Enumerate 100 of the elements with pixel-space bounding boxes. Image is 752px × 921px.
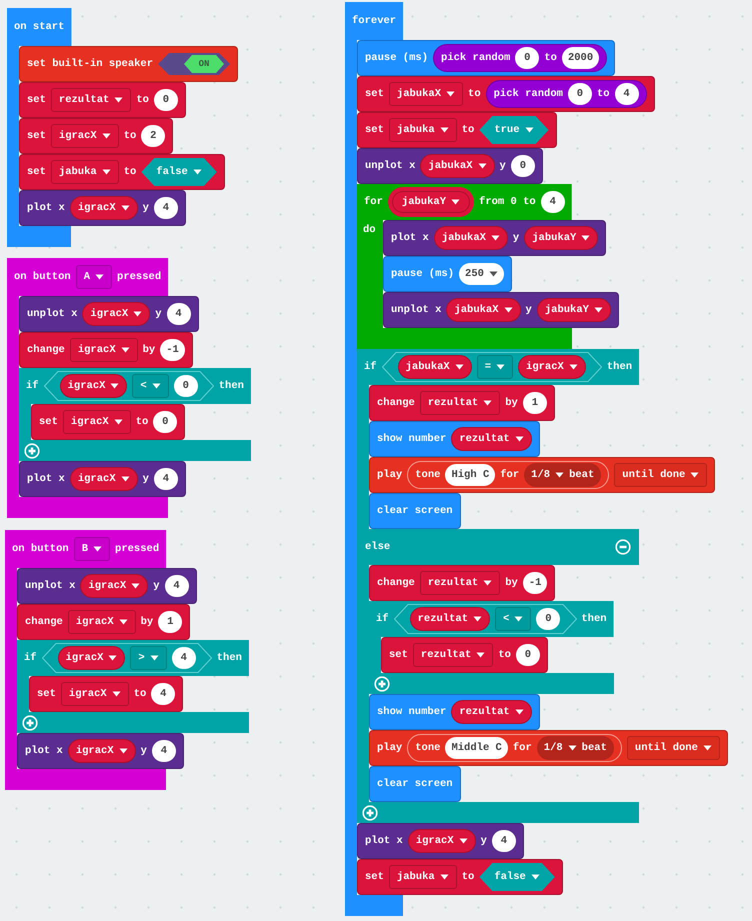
number-field: 4 bbox=[492, 830, 516, 852]
block-label: if bbox=[24, 652, 37, 664]
dropdown: until done bbox=[614, 463, 708, 487]
block-label: plot x bbox=[27, 202, 65, 214]
block-label: unplot x bbox=[25, 580, 76, 592]
code-block bbox=[19, 82, 186, 118]
variable-dropdown: igracX bbox=[60, 682, 129, 706]
code-block bbox=[19, 332, 193, 368]
block-label: y bbox=[153, 580, 160, 592]
reporter-block bbox=[433, 44, 608, 72]
block-label: set bbox=[27, 94, 46, 106]
block-label: y bbox=[480, 835, 487, 847]
code-block bbox=[357, 148, 543, 184]
variable-dropdown: rezultat bbox=[420, 571, 500, 595]
code-block bbox=[29, 676, 184, 712]
number-field: 0 bbox=[515, 47, 540, 69]
block-label: to bbox=[462, 124, 474, 136]
dropdown: > bbox=[130, 646, 167, 670]
code-block bbox=[17, 568, 197, 604]
variable-dropdown: igracX bbox=[60, 374, 128, 398]
block-label: for bbox=[512, 742, 532, 754]
number-field: 4 bbox=[164, 575, 189, 597]
variable-dropdown: igracX bbox=[408, 829, 476, 853]
variable-dropdown: igracX bbox=[82, 302, 150, 326]
code-block bbox=[369, 385, 555, 421]
variable-dropdown: jabukaY bbox=[388, 187, 474, 217]
boolean-dropdown: false bbox=[479, 863, 555, 891]
block-label: for bbox=[500, 469, 520, 481]
block-label: change bbox=[25, 616, 63, 628]
block-label: by bbox=[505, 577, 518, 589]
block-label: tone bbox=[415, 469, 440, 481]
block-label: pressed bbox=[115, 543, 160, 555]
block-label: on start bbox=[14, 21, 64, 33]
block-label: set bbox=[37, 688, 56, 700]
variable-dropdown: jabukaX bbox=[388, 82, 464, 106]
code-block bbox=[17, 733, 184, 769]
code-block bbox=[31, 404, 186, 440]
code-block bbox=[369, 565, 556, 601]
variable-dropdown: jabukaX bbox=[446, 298, 521, 322]
variable-dropdown: rezultat bbox=[50, 88, 132, 112]
block-label: by bbox=[142, 344, 156, 356]
dropdown: = bbox=[476, 355, 514, 379]
variable-dropdown: jabukaY bbox=[536, 298, 611, 322]
block-label: plot x bbox=[391, 232, 429, 244]
block-label: else bbox=[365, 541, 390, 553]
block-label: then bbox=[606, 361, 632, 373]
variable-dropdown: igracX bbox=[62, 410, 131, 434]
block-label: then bbox=[218, 380, 244, 392]
block-label: y bbox=[142, 202, 149, 214]
block-label: to bbox=[462, 871, 474, 883]
variable-dropdown: rezultat bbox=[420, 391, 500, 415]
block-label: set bbox=[39, 416, 58, 428]
block-label: set bbox=[365, 88, 384, 100]
block-label: set bbox=[365, 124, 384, 136]
code-block bbox=[369, 493, 461, 529]
block-label: do bbox=[363, 224, 376, 236]
dropdown: 1/8 beat bbox=[524, 463, 602, 487]
variable-dropdown: igracX bbox=[68, 739, 136, 763]
code-block bbox=[19, 46, 238, 82]
block-label: plot x bbox=[365, 835, 403, 847]
block-label: to bbox=[136, 94, 149, 106]
block-label: plot x bbox=[25, 745, 63, 757]
block-label: plot x bbox=[27, 473, 65, 485]
variable-dropdown: jabukaX bbox=[398, 355, 472, 379]
code-block bbox=[369, 730, 728, 766]
variable-dropdown: jabuka bbox=[388, 865, 457, 889]
code-block bbox=[369, 421, 540, 457]
code-block bbox=[369, 694, 540, 730]
block-label: pick random bbox=[441, 52, 510, 64]
block-label: set bbox=[27, 166, 46, 178]
code-block bbox=[383, 256, 512, 292]
block-label: show number bbox=[377, 433, 446, 445]
block-label: tone bbox=[415, 742, 440, 754]
variable-dropdown: igracX bbox=[518, 355, 586, 379]
number-field: High C bbox=[445, 464, 496, 486]
block-label: from 0 to bbox=[479, 196, 536, 208]
code-block bbox=[357, 859, 563, 895]
block-label: to bbox=[468, 88, 481, 100]
block-label: then bbox=[581, 613, 607, 625]
code-block bbox=[383, 292, 619, 328]
block-label: to bbox=[136, 416, 148, 428]
variable-dropdown: igracX bbox=[70, 467, 138, 491]
block-label: to bbox=[124, 130, 136, 142]
block-label: y bbox=[500, 160, 506, 172]
number-field: 4 bbox=[166, 303, 191, 325]
code-block bbox=[19, 118, 174, 154]
block-label: y bbox=[526, 304, 532, 316]
number-field: 0 bbox=[516, 644, 540, 666]
number-field: -1 bbox=[160, 339, 185, 361]
dropdown: < bbox=[495, 607, 532, 631]
variable-dropdown: jabukaX bbox=[420, 154, 495, 178]
code-block bbox=[357, 112, 557, 148]
block-label: pick random bbox=[494, 88, 563, 100]
code-block bbox=[381, 637, 548, 673]
block-label: to bbox=[498, 649, 511, 661]
block-label: unplot x bbox=[27, 308, 78, 320]
number-field: 4 bbox=[614, 83, 639, 105]
variable-dropdown: igracX bbox=[58, 646, 126, 670]
block-label: y bbox=[142, 473, 149, 485]
variable-dropdown: rezultat bbox=[412, 643, 494, 667]
